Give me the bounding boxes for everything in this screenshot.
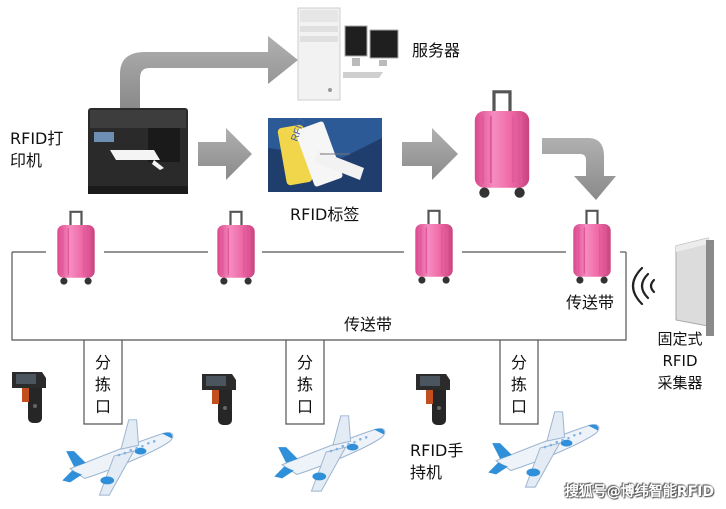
handheld-label: RFID手 持机 — [410, 441, 464, 482]
server-icon — [297, 7, 399, 101]
airplane-icon-2 — [273, 415, 386, 492]
airplane-icon-1 — [61, 419, 174, 496]
signal-waves-icon — [631, 266, 656, 306]
printer-label: RFID打 印机 — [10, 129, 64, 170]
sort-port-label-2: 分 拣 口 — [296, 353, 313, 416]
arrow-printer-to-tag — [198, 128, 252, 180]
conveyor-side-label: 传送带 — [566, 293, 615, 312]
handheld-reader-icon-2 — [202, 374, 236, 425]
rfid-tag-label: RFID标签 — [290, 205, 360, 224]
antenna-icon — [675, 237, 714, 336]
handheld-reader-icon-1 — [12, 372, 46, 423]
watermark: 搜狐号@博纬智能RFID — [564, 484, 714, 500]
rfid-tag-photo: RFID — [268, 117, 382, 192]
fixed-reader-label: 固定式 RFID 采集器 — [657, 330, 703, 392]
sort-port-label-1: 分 拣 口 — [94, 353, 111, 416]
arrow-tag-to-luggage — [402, 128, 458, 180]
arrow-luggage-to-conveyor — [542, 138, 616, 200]
handheld-reader-icon-3 — [416, 374, 450, 425]
luggage-icon-belt-2 — [216, 210, 256, 286]
printer-icon — [88, 108, 188, 194]
sort-port-label-3: 分 拣 口 — [510, 353, 527, 416]
airplane-icon-3 — [487, 411, 600, 488]
luggage-icon-belt-1 — [56, 210, 96, 286]
luggage-icon-belt-4 — [572, 209, 612, 285]
server-label: 服务器 — [412, 41, 461, 60]
conveyor-line — [11, 251, 627, 425]
conveyor-main-label: 传送带 — [344, 315, 393, 334]
arrow-to-server — [120, 36, 298, 108]
luggage-icon-large — [473, 89, 531, 199]
luggage-icon-belt-3 — [414, 209, 454, 285]
